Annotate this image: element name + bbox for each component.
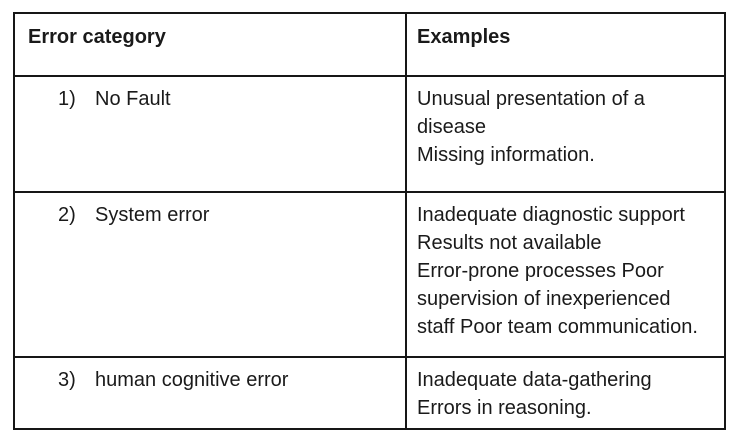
example-line: disease — [417, 116, 486, 138]
example-line: Inadequate data-gathering — [417, 369, 652, 391]
header-row: Error category Examples — [13, 12, 726, 77]
example-line: Inadequate diagnostic support — [417, 204, 685, 226]
example-line: Unusual presentation of a — [417, 88, 645, 110]
row-number: 3) — [58, 369, 76, 391]
table-row-no-fault: 1) No Fault Unusual presentation of a dis… — [13, 75, 726, 193]
example-line: Results not available — [417, 232, 602, 254]
category-cell: 1) No Fault — [13, 75, 407, 193]
example-line: Missing information. — [417, 144, 595, 166]
example-line: supervision of inexperienced — [417, 288, 671, 310]
row-number: 2) — [58, 204, 76, 226]
examples-cell: Inadequate diagnostic support Results no… — [405, 191, 726, 358]
category-cell: 2) System error — [13, 191, 407, 358]
header-cell-examples: Examples — [405, 12, 726, 77]
row-number: 1) — [58, 88, 76, 110]
category-label: System error — [95, 204, 210, 226]
table-row-system-error: 2) System error Inadequate diagnostic sup… — [13, 191, 726, 358]
category-label: human cognitive error — [95, 369, 289, 391]
category-cell: 3) human cognitive error — [13, 356, 407, 430]
example-line: Error-prone processes Poor — [417, 260, 664, 282]
example-line: staff Poor team communication. — [417, 316, 698, 338]
category-label: No Fault — [95, 88, 171, 110]
table-row-human-cognitive-error: 3) human cognitive error Inadequate data-… — [13, 356, 726, 430]
examples-cell: Inadequate data-gathering Errors in reas… — [405, 356, 726, 430]
examples-cell: Unusual presentation of a disease Missin… — [405, 75, 726, 193]
error-categories-table: Error category Examples 1) No Fault Unusu… — [13, 12, 726, 430]
example-line: Errors in reasoning. — [417, 397, 592, 419]
header-cell-error-category: Error category — [13, 12, 407, 77]
